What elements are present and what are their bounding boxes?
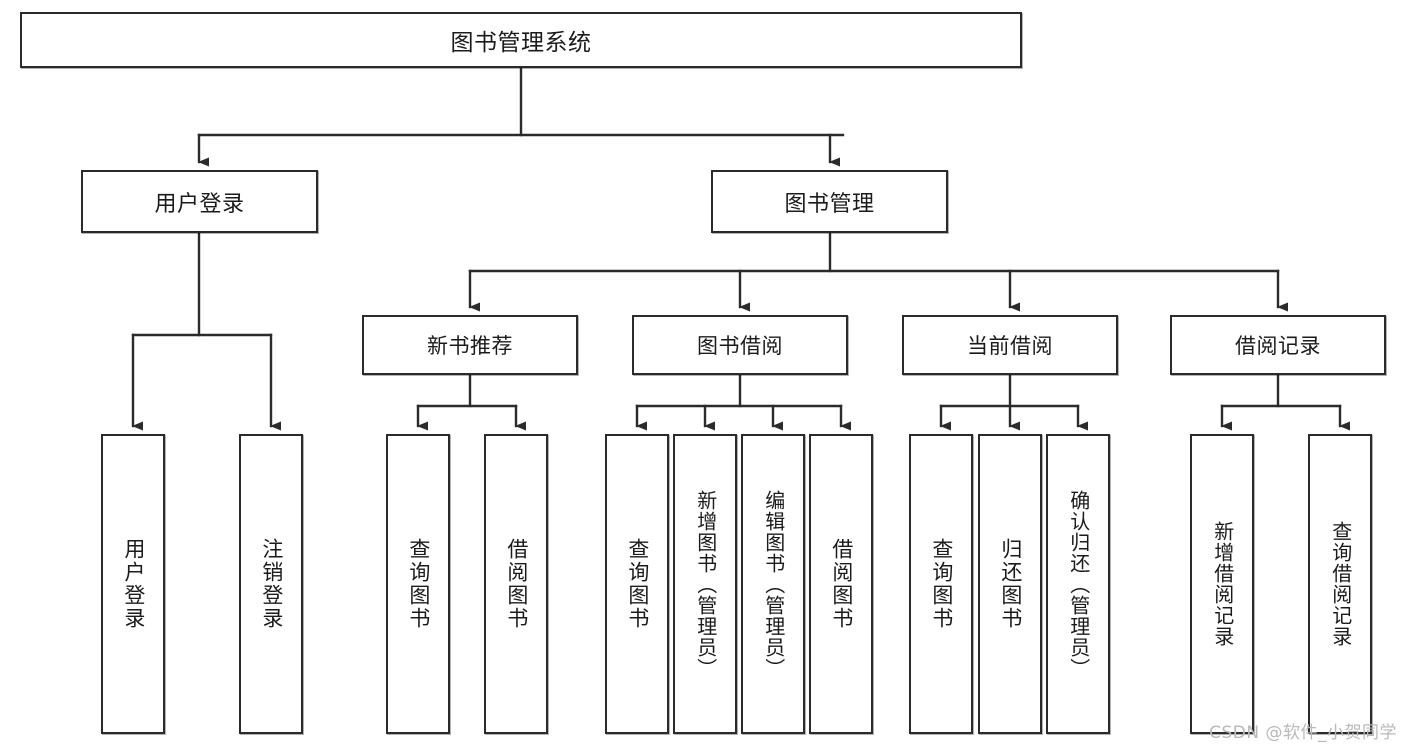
leaf-user-login-1[interactable]: 用户登录: [101, 434, 165, 734]
node-root-system[interactable]: 图书管理系统: [20, 12, 1022, 68]
node-book-management[interactable]: 图书管理: [711, 170, 948, 233]
leaf-borrow-record-1[interactable]: 新增借阅记录: [1190, 434, 1254, 734]
leaf-book-borrow-2-label: 新增图书（管理员）: [693, 489, 718, 679]
leaf-book-borrow-3[interactable]: 编辑图书（管理员）: [741, 434, 805, 734]
node-root-system-label: 图书管理系统: [450, 30, 592, 56]
node-new-book-recommend-label: 新书推荐: [427, 334, 513, 358]
node-current-borrow[interactable]: 当前借阅: [902, 315, 1118, 375]
node-current-borrow-label: 当前借阅: [967, 334, 1053, 358]
leaf-book-borrow-4[interactable]: 借阅图书: [809, 434, 873, 734]
leaf-new-book-1-label: 查询图书: [406, 538, 431, 630]
leaf-user-login-1-label: 用户登录: [121, 538, 146, 630]
leaf-current-borrow-1-label: 查询图书: [929, 538, 954, 630]
node-borrow-record[interactable]: 借阅记录: [1170, 315, 1386, 375]
leaf-current-borrow-1[interactable]: 查询图书: [909, 434, 973, 734]
csdn-watermark: CSDN @软件_小贺同学: [1209, 723, 1397, 743]
leaf-book-borrow-3-label: 编辑图书（管理员）: [761, 489, 786, 679]
leaf-user-login-2-label: 注销登录: [259, 538, 284, 630]
leaf-borrow-record-2[interactable]: 查询借阅记录: [1308, 434, 1372, 734]
leaf-current-borrow-3[interactable]: 确认归还（管理员）: [1046, 434, 1110, 734]
node-new-book-recommend[interactable]: 新书推荐: [362, 315, 578, 375]
leaf-new-book-2[interactable]: 借阅图书: [484, 434, 548, 734]
node-book-borrow[interactable]: 图书借阅: [632, 315, 848, 375]
leaf-book-borrow-4-label: 借阅图书: [829, 538, 854, 630]
leaf-new-book-1[interactable]: 查询图书: [386, 434, 450, 734]
leaf-new-book-2-label: 借阅图书: [504, 538, 529, 630]
leaf-current-borrow-2[interactable]: 归还图书: [978, 434, 1042, 734]
leaf-current-borrow-2-label: 归还图书: [998, 538, 1023, 630]
leaf-borrow-record-2-label: 查询借阅记录: [1328, 521, 1353, 647]
leaf-book-borrow-1-label: 查询图书: [625, 538, 650, 630]
node-user-login[interactable]: 用户登录: [81, 170, 318, 233]
node-book-borrow-label: 图书借阅: [697, 334, 783, 358]
node-user-login-label: 用户登录: [154, 191, 245, 217]
leaf-current-borrow-3-label: 确认归还（管理员）: [1066, 489, 1091, 679]
node-book-management-label: 图书管理: [784, 191, 875, 217]
leaf-book-borrow-2[interactable]: 新增图书（管理员）: [673, 434, 737, 734]
leaf-borrow-record-1-label: 新增借阅记录: [1210, 521, 1235, 647]
node-borrow-record-label: 借阅记录: [1235, 334, 1321, 358]
leaf-user-login-2[interactable]: 注销登录: [239, 434, 303, 734]
leaf-book-borrow-1[interactable]: 查询图书: [605, 434, 669, 734]
